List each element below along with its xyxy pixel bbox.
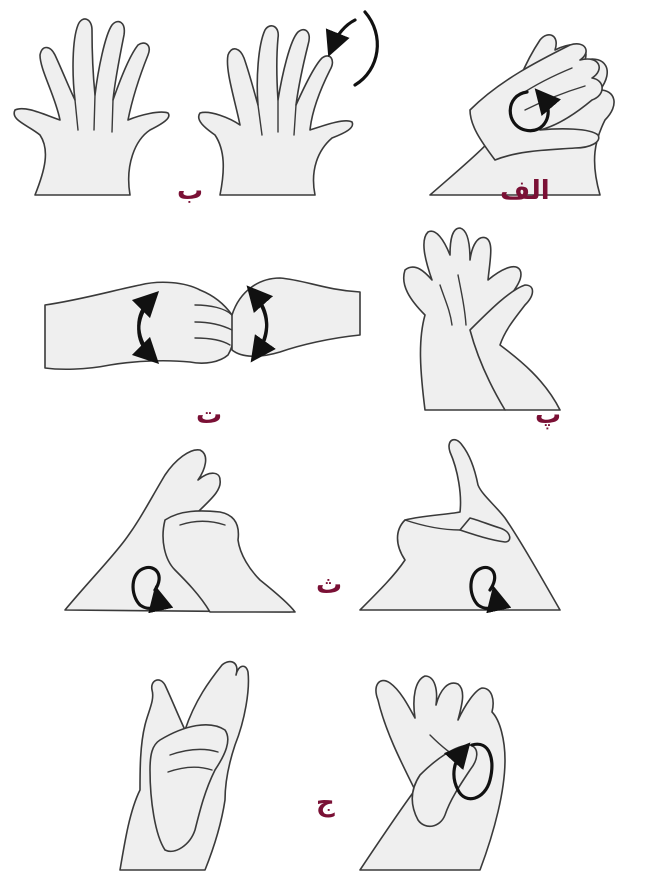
step-label-te: ت xyxy=(196,400,222,430)
step-alef-illustration xyxy=(430,35,614,195)
step-label-be: ب xyxy=(177,176,203,206)
step-pe-illustration xyxy=(404,228,560,410)
step-label-alef: الف xyxy=(500,176,550,206)
step-jim-right-illustration xyxy=(360,676,505,870)
step-label-se: ث xyxy=(316,570,342,600)
step-label-jim: ج xyxy=(316,788,335,818)
step-se-right-illustration xyxy=(360,440,560,610)
step-jim-left-illustration xyxy=(120,662,248,870)
step-be-illustration xyxy=(14,12,377,195)
step-se-left-illustration xyxy=(65,450,295,612)
step-label-pe: پ xyxy=(535,400,561,430)
step-te-illustration xyxy=(45,278,360,369)
